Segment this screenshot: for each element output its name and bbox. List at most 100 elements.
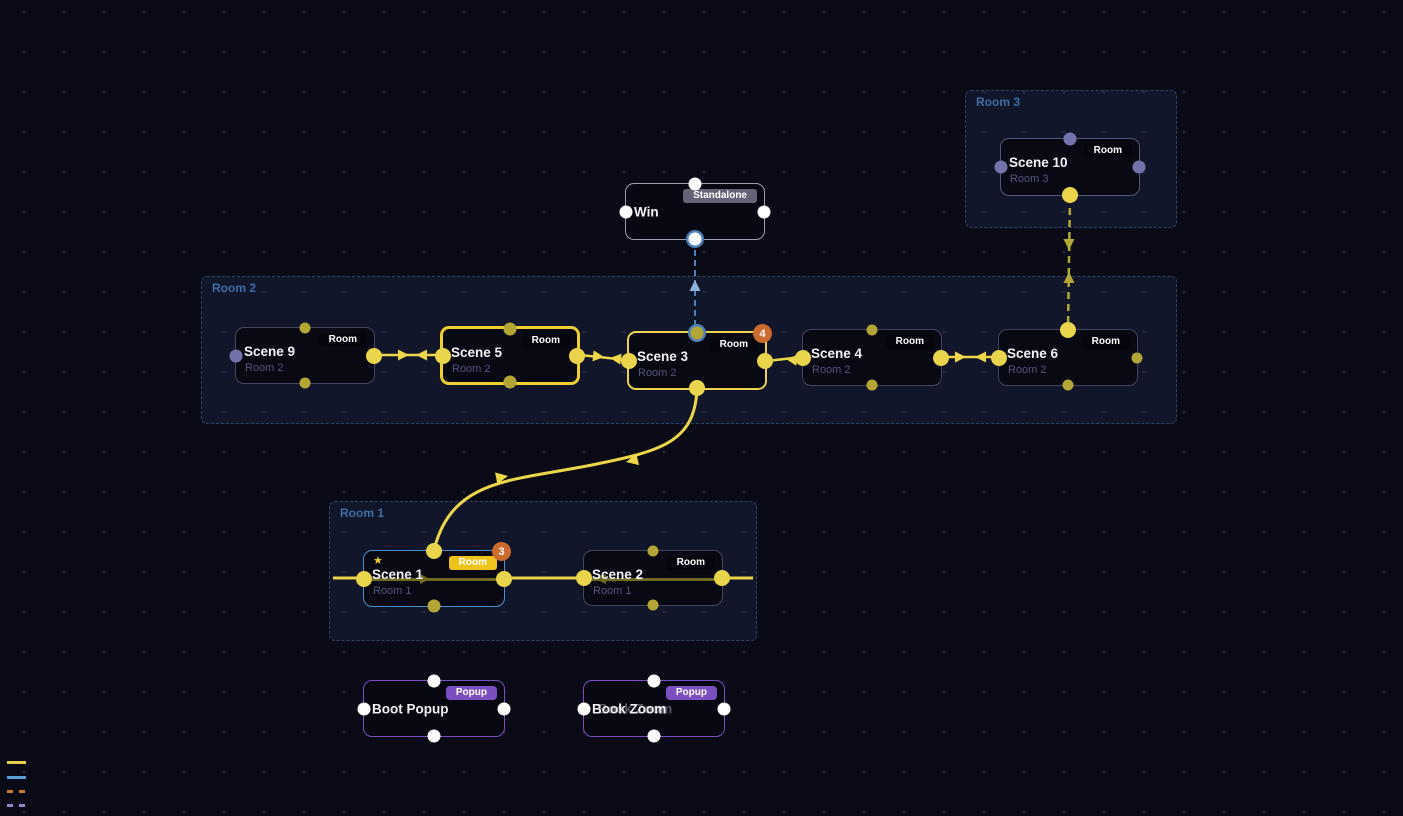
port-right[interactable] [1131,352,1143,363]
port-left[interactable] [577,702,591,715]
port-top[interactable] [647,674,661,688]
port-bottom[interactable] [647,599,659,611]
node-scene5-subtitle: Room 2 [452,363,491,375]
node-book-zoom[interactable]: Popup Book Zoom Book Zoom [577,674,731,743]
port-top[interactable] [1060,322,1076,338]
port-left[interactable] [991,349,1007,366]
node-scene10-title: Scene 10 [1009,155,1068,170]
node-scene3-title: Scene 3 [637,349,689,364]
legend-blue-solid-line [7,776,26,779]
node-scene5[interactable]: Room Scene 5 Room 2 [435,322,585,389]
port-right[interactable] [714,570,730,586]
popup-badge: Popup [445,686,497,700]
port-right[interactable] [366,347,382,364]
port-left[interactable] [994,160,1008,174]
port-right[interactable] [757,205,771,218]
port-bottom[interactable] [427,729,441,743]
node-scene9-title: Scene 9 [244,344,296,359]
port-left[interactable] [619,205,633,218]
node-scene2-title: Scene 2 [592,567,644,582]
popup-badge: Popup [665,686,717,700]
node-scene3-subtitle: Room 2 [638,367,677,379]
port-bottom[interactable] [299,377,311,389]
port-right[interactable] [1132,160,1146,174]
node-scene10[interactable]: Room Scene 10 Room 3 [994,132,1146,203]
port-left[interactable] [621,352,637,369]
node-scene6[interactable]: Room Scene 6 Room 2 [991,322,1143,391]
room-badge-highlighted: Room [448,556,497,570]
node-book-zoom-title: Book Zoom [592,701,667,716]
node-scene2-subtitle: Room 1 [593,585,632,597]
standalone-badge: Standalone [683,189,757,203]
edge-scene1-scene3-arrow-icon [495,472,508,485]
port-right[interactable] [496,570,512,587]
port-bottom[interactable] [427,599,441,613]
node-scene9-subtitle: Room 2 [245,362,284,374]
port-top[interactable] [1063,132,1077,146]
node-scene6-title: Scene 6 [1007,346,1059,361]
port-top[interactable] [647,545,659,557]
node-scene9[interactable]: Room Scene 9 Room 2 [229,322,382,389]
edge-scene3-scene1-arrow-icon [626,453,640,466]
port-top[interactable] [503,322,517,336]
room-badge: Room [318,333,367,347]
room-badge: Room [709,338,758,352]
port-left[interactable] [576,570,592,586]
node-book-zoom-ghost-title: Book Zoom [598,701,673,716]
port-bottom[interactable] [1062,379,1074,391]
legend-yellow-solid-line [7,761,26,764]
port-bottom[interactable] [647,729,661,743]
port-top[interactable] [299,322,311,334]
port-right[interactable] [497,702,511,715]
port-left[interactable] [435,347,451,364]
port-left[interactable] [357,702,371,715]
node-win-title: Win [634,204,659,219]
port-bottom[interactable] [866,379,878,391]
legend-orange-dashed-line [7,790,25,793]
node-scene1-title: Scene 1 [372,567,424,582]
port-right[interactable] [933,349,949,366]
port-top[interactable] [688,177,702,191]
port-left[interactable] [795,349,811,366]
through-wire [584,578,722,581]
room-badge: Room [1083,144,1132,158]
node-scene2[interactable]: Room Scene 2 Room 1 [576,545,730,611]
node-scene10-subtitle: Room 3 [1010,173,1049,185]
room-badge: Room [1081,335,1130,349]
port-right[interactable] [569,347,585,364]
port-bottom[interactable] [689,380,705,396]
wire-right-arrow-icon [420,574,430,584]
node-scene1[interactable]: ★ Room 3 Scene 1 Room 1 [356,542,512,613]
port-top[interactable] [426,543,442,559]
node-boot-popup-title: Boot Popup [372,701,449,716]
node-win[interactable]: Standalone Win [619,177,771,246]
port-bottom[interactable] [1062,187,1078,203]
port-right[interactable] [757,352,773,369]
group-room-1-label: Room 1 [340,506,385,520]
port-top[interactable] [690,326,704,340]
count-badge: 3 [492,542,511,561]
edge-scene10-scene6-down-arrow-icon [1063,239,1075,250]
port-bottom[interactable] [688,232,702,246]
node-scene3[interactable]: Room 4 Scene 3 Room 2 [621,324,773,396]
group-room-2-label: Room 2 [212,281,257,295]
node-boot-popup[interactable]: Popup Boot Popup [357,674,511,743]
room-badge: Room [666,556,715,570]
port-bottom[interactable] [503,375,517,389]
node-scene5-title: Scene 5 [451,345,503,360]
room-badge: Room [521,334,570,348]
node-scene1-subtitle: Room 1 [373,585,412,597]
node-scene6-subtitle: Room 2 [1008,364,1047,376]
port-left[interactable] [356,570,372,587]
legend-purple-dashed-line [7,804,25,807]
port-left[interactable] [229,349,243,362]
group-room-3-label: Room 3 [976,95,1021,109]
through-wire [364,578,504,581]
port-top[interactable] [427,674,441,688]
port-right[interactable] [717,702,731,715]
port-top[interactable] [866,324,878,336]
room-badge: Room [885,335,934,349]
star-icon: ★ [373,555,383,567]
node-scene4[interactable]: Room Scene 4 Room 2 [795,324,949,391]
